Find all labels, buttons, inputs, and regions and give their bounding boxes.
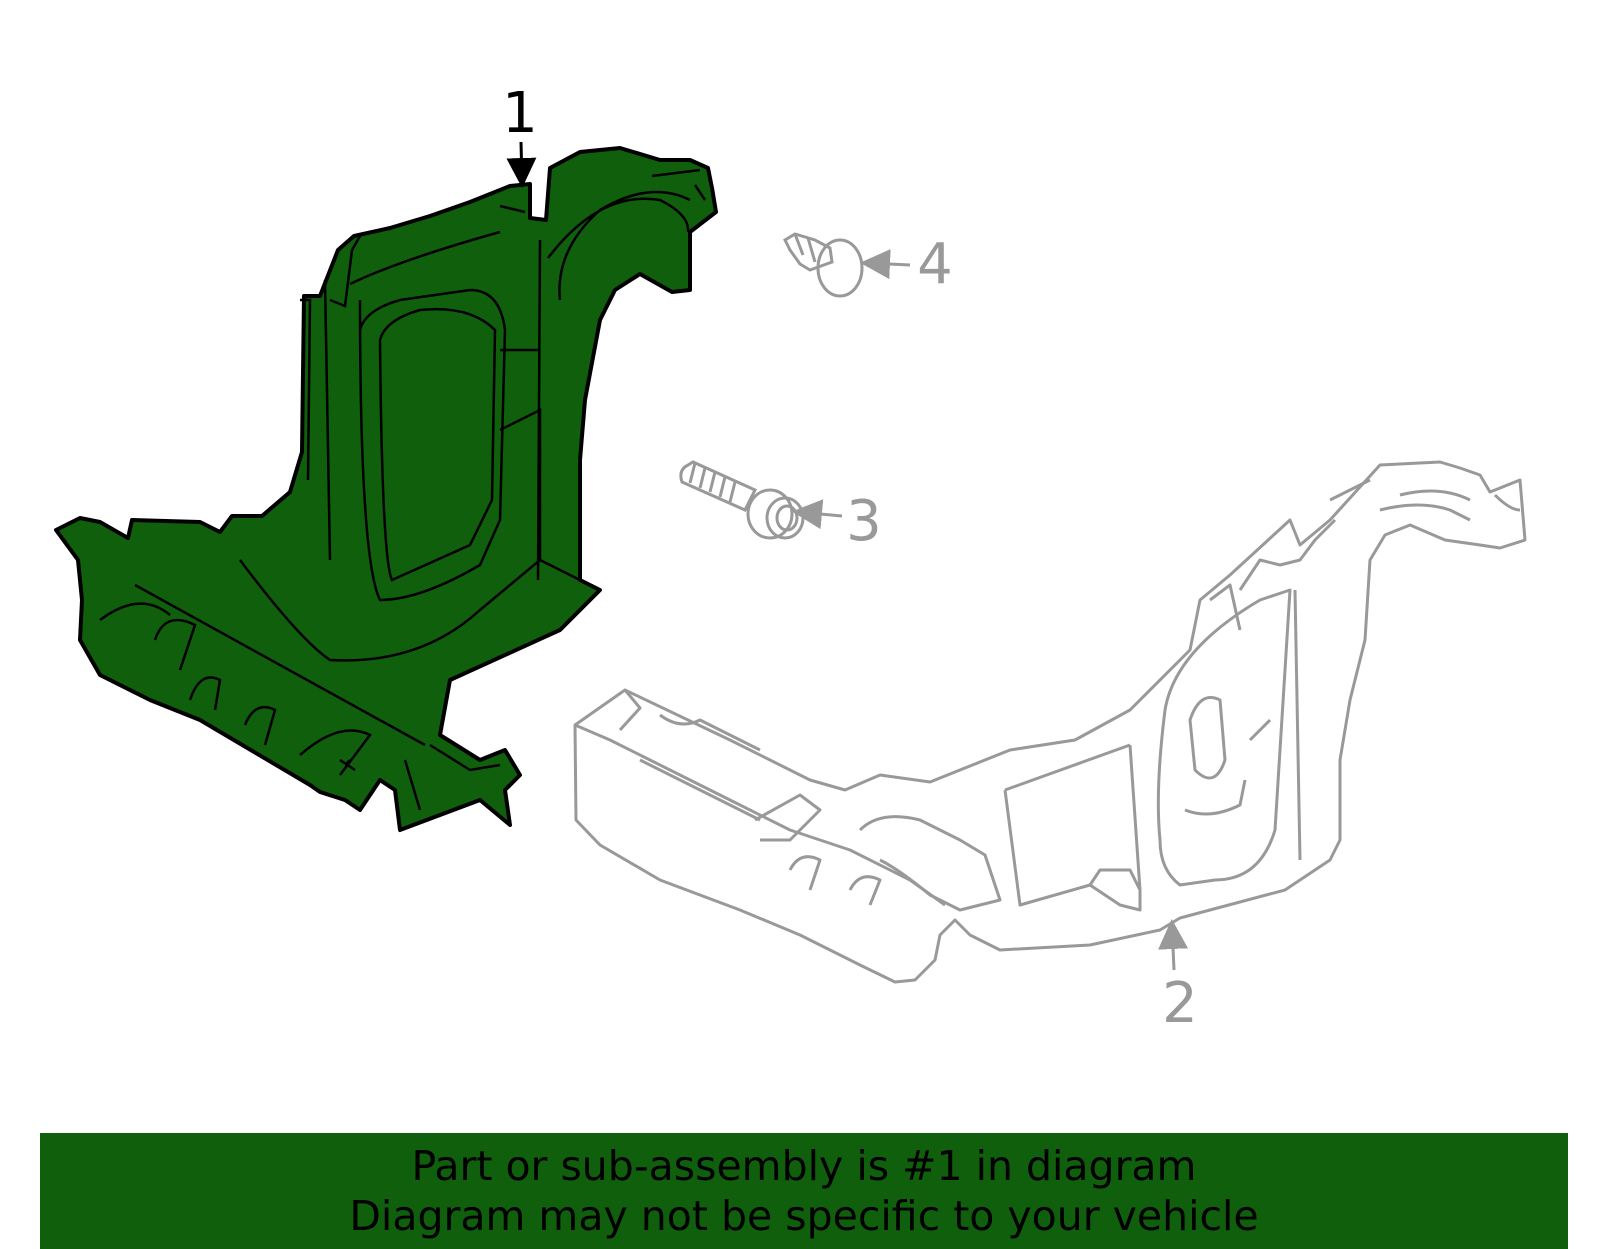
callout-1-number: 1 [502, 81, 538, 146]
part-1-shield[interactable] [54, 146, 718, 832]
part-4-clip[interactable] [783, 232, 864, 298]
part-3-bolt[interactable] [679, 460, 805, 540]
callout-3: 3 [792, 489, 882, 554]
callout-2: 2 [1158, 919, 1198, 1036]
bolt-shank [679, 460, 758, 512]
callout-4: 4 [860, 232, 953, 297]
shield-body [54, 146, 718, 832]
callout-1: 1 [502, 81, 538, 188]
callout-3-number: 3 [846, 489, 882, 554]
callout-4-number: 4 [917, 232, 953, 297]
banner-line-2: Diagram may not be specific to your vehi… [349, 1192, 1259, 1240]
crossmember-outline [573, 460, 1527, 984]
part-2-crossmember[interactable] [573, 460, 1527, 984]
clip-stem [783, 232, 834, 272]
callout-2-number: 2 [1162, 971, 1198, 1036]
info-banner: Part or sub-assembly is #1 in diagram Di… [40, 1133, 1568, 1249]
banner-line-1: Part or sub-assembly is #1 in diagram [411, 1142, 1197, 1190]
shield-detail-lines [99, 168, 707, 811]
